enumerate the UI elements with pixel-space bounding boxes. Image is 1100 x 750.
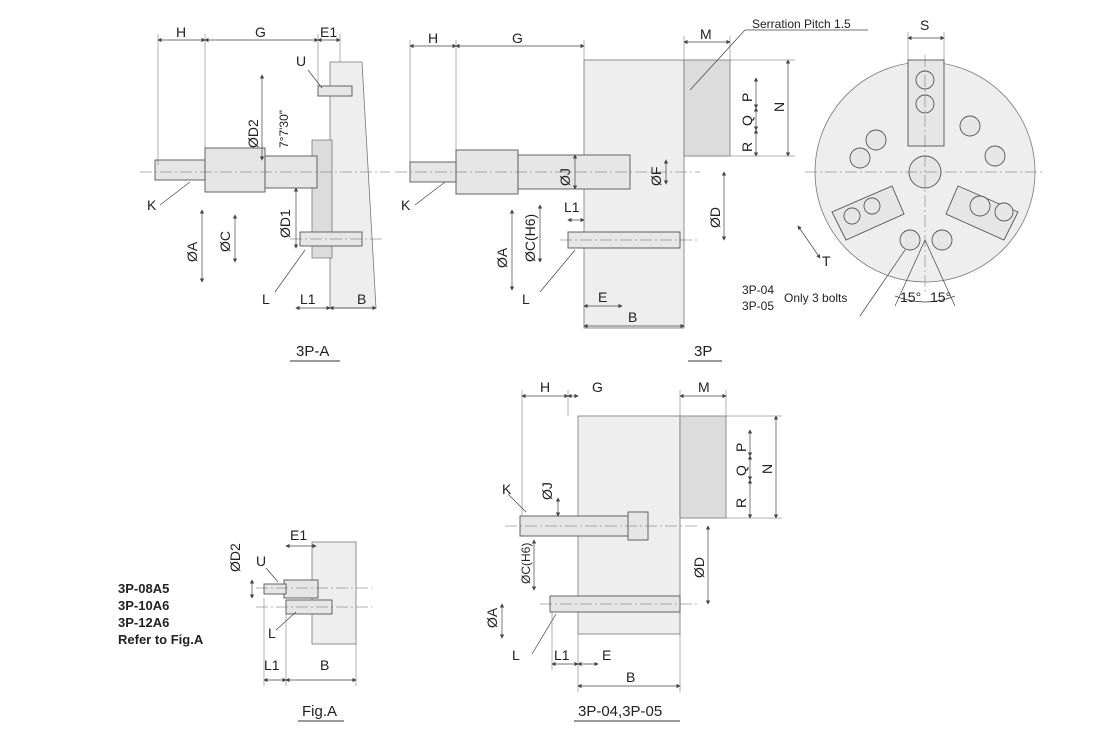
figa-label-e1: E1	[290, 527, 307, 543]
p0405-label-q: Q	[733, 465, 749, 476]
p3a-label-l1: L1	[300, 291, 316, 307]
p3a-label-u: U	[296, 53, 306, 69]
p0405-label-g: G	[592, 379, 603, 395]
p3a-caption: 3P-A	[296, 343, 329, 360]
p0405-label-b: B	[626, 669, 635, 685]
view-front: S T 3P-04 3P-05 Only 3 bolts 15° 15°	[742, 17, 1045, 317]
p3-label-h: H	[428, 30, 438, 46]
p0405-label-c: ØC(H6)	[519, 543, 533, 584]
p3a-label-d2: ØD2	[245, 119, 261, 148]
p3-label-n: N	[771, 102, 787, 112]
p3-label-a: ØA	[494, 247, 510, 268]
view-3p-0405: H G M P Q R N K ØJ ØC(H6) ØD ØA L L1 E B…	[484, 379, 782, 722]
p0405-label-r: R	[733, 498, 749, 508]
p3-label-g: G	[512, 30, 523, 46]
p0405-label-d: ØD	[691, 557, 707, 578]
p0405-label-n: N	[759, 464, 775, 474]
p3a-label-h: H	[176, 24, 186, 40]
p3-label-l: L	[522, 291, 530, 307]
front-label-s: S	[920, 17, 929, 33]
p3-label-p: P	[739, 93, 755, 102]
p3-label-e: E	[598, 289, 607, 305]
p0405-label-e: E	[602, 647, 611, 663]
front-model-2: 3P-05	[742, 299, 774, 313]
figa-label-l1: L1	[264, 657, 280, 673]
p0405-label-h: H	[540, 379, 550, 395]
figa-label-b: B	[320, 657, 329, 673]
p3-label-b: B	[628, 309, 637, 325]
front-label-t: T	[822, 253, 831, 269]
p3a-label-c: ØC	[217, 231, 233, 252]
p3-label-q: Q	[739, 115, 755, 126]
p0405-label-a: ØA	[484, 607, 500, 628]
p3a-label-d1: ØD1	[277, 209, 293, 238]
figa-note-4: Refer to Fig.A	[118, 632, 204, 647]
p0405-label-m: M	[698, 379, 710, 395]
p3a-label-g: G	[255, 24, 266, 40]
p3-label-c: ØC(H6)	[522, 214, 538, 262]
p3-label-k: K	[401, 197, 411, 213]
view-fig-a: ØD2 E1 U L L1 B 3P-08A5 3P-10A6 3P-12A6 …	[118, 527, 372, 722]
front-angle-right: 15°	[930, 289, 951, 305]
view-3p: H G M Serration Pitch 1.5 P Q R N ØJ ØF …	[395, 17, 868, 362]
figa-label-d2: ØD2	[227, 543, 243, 572]
p3a-label-b: B	[357, 291, 366, 307]
p3-label-f: ØF	[648, 167, 664, 186]
front-model-1: 3P-04	[742, 283, 774, 297]
p3a-label-l: L	[262, 291, 270, 307]
figa-label-u: U	[256, 553, 266, 569]
p3-label-l1: L1	[564, 199, 580, 215]
front-angle-left: 15°	[900, 289, 921, 305]
p3-caption: 3P	[694, 343, 712, 360]
p3-label-j: ØJ	[557, 168, 573, 186]
p3a-label-a: ØA	[184, 241, 200, 262]
p3a-label-angle: 7°7'30"	[277, 110, 291, 148]
p3-label-r: R	[739, 142, 755, 152]
front-bolts-note: Only 3 bolts	[784, 291, 847, 305]
p3-label-d: ØD	[707, 207, 723, 228]
figa-note-2: 3P-10A6	[118, 598, 169, 613]
figa-caption: Fig.A	[302, 703, 337, 720]
figa-note-3: 3P-12A6	[118, 615, 169, 630]
p0405-label-l: L	[512, 647, 520, 663]
p3a-label-k: K	[147, 197, 157, 213]
p0405-label-p: P	[733, 443, 749, 452]
p3a-label-e1: E1	[320, 24, 337, 40]
p0405-label-l1: L1	[554, 647, 570, 663]
figa-note-1: 3P-08A5	[118, 581, 169, 596]
p0405-caption: 3P-04,3P-05	[578, 703, 662, 720]
figa-label-l: L	[268, 625, 276, 641]
p0405-label-j: ØJ	[539, 482, 555, 500]
p3-label-serration: Serration Pitch 1.5	[752, 17, 851, 31]
p0405-label-k: K	[502, 481, 512, 497]
view-3p-a: H G E1 U ØD2 7°7'30" ØD1 K ØA ØC L L1 B …	[140, 24, 390, 362]
p3-label-m: M	[700, 26, 712, 42]
